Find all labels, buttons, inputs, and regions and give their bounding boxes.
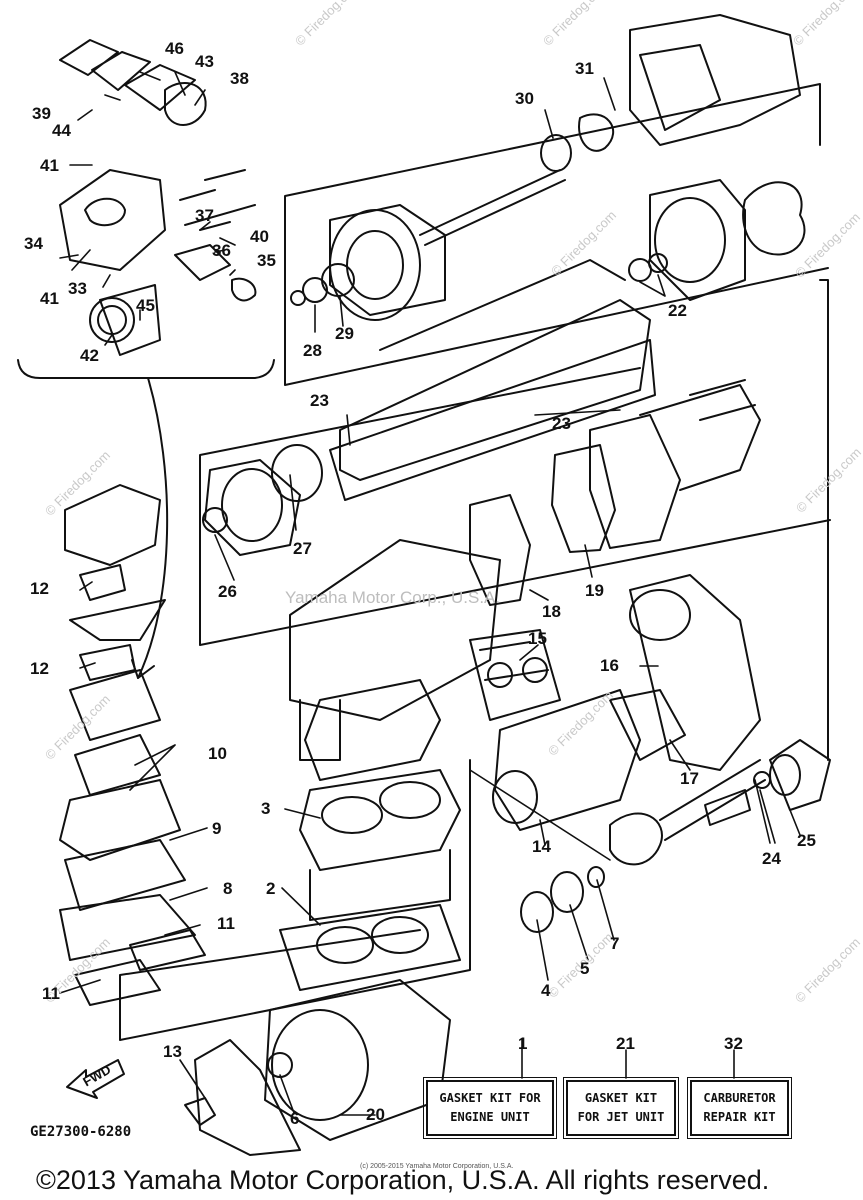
callout-23: 23 (552, 414, 571, 433)
small-copyright: (c) 2005-2015 Yamaha Motor Corporation, … (360, 1163, 514, 1170)
callout-42: 42 (80, 346, 99, 365)
callout-2: 2 (266, 879, 276, 898)
callout-19: 19 (585, 581, 604, 600)
callout-16: 16 (600, 656, 619, 675)
callout-36: 36 (212, 241, 231, 260)
callout-30: 30 (515, 89, 534, 108)
callout-9: 9 (212, 819, 222, 838)
callout-27: 27 (293, 539, 312, 558)
callout-6: 6 (290, 1109, 300, 1128)
fwd-arrow-icon (66, 1059, 125, 1099)
callout-31: 31 (575, 59, 594, 78)
callout-35: 35 (257, 251, 276, 270)
callout-14: 14 (532, 837, 551, 856)
callout-11: 11 (217, 914, 235, 933)
callout-18: 18 (542, 602, 561, 621)
callout-26: 26 (218, 582, 237, 601)
leader-lines (59, 71, 801, 1116)
callout-22: 22 (668, 301, 687, 320)
callout-11: 11 (42, 984, 60, 1003)
intake-exhaust-parts (289, 379, 761, 831)
gasket-stack-parts (59, 484, 206, 1006)
curved-pointer-arrow (137, 377, 169, 679)
callout-15: 15 (528, 629, 547, 648)
kit-box-jet-gasket: GASKET KIT FOR JET UNIT (563, 1077, 679, 1139)
jet-pump-parts (202, 14, 806, 556)
callout-3: 3 (261, 799, 271, 818)
callout-28: 28 (303, 341, 322, 360)
callout-40: 40 (250, 227, 269, 246)
kit-label-line: ENGINE UNIT (450, 1110, 530, 1124)
callout-46: 46 (165, 39, 184, 58)
callout-12: 12 (30, 659, 49, 678)
callout-38: 38 (230, 69, 249, 88)
callout-4: 4 (541, 981, 551, 1000)
callout-32: 32 (724, 1034, 743, 1053)
callout-44: 44 (52, 121, 71, 140)
callout-12: 12 (30, 579, 49, 598)
callout-33: 33 (68, 279, 87, 298)
callout-23: 23 (310, 391, 329, 410)
carburetor-parts (59, 39, 257, 356)
callout-1: 1 (518, 1034, 528, 1053)
carburetor-detail-outline (17, 359, 275, 379)
callout-29: 29 (335, 324, 354, 343)
kit-label-line: GASKET KIT (584, 1090, 658, 1105)
callout-25: 25 (797, 831, 816, 850)
jet-unit-panel-outline (284, 83, 829, 761)
kit-label-line: FOR JET UNIT (577, 1110, 665, 1124)
callout-8: 8 (223, 879, 233, 898)
copyright-footer: ©2013 Yamaha Motor Corporation, U.S.A. A… (36, 1165, 770, 1195)
center-watermark: Yamaha Motor Corp., U.S.A. (285, 588, 501, 607)
kit-label-line: CARBURETOR (703, 1090, 776, 1105)
kit-label-line: GASKET KIT FOR (439, 1090, 541, 1105)
callout-43: 43 (195, 52, 214, 71)
callout-13: 13 (163, 1042, 182, 1061)
callout-45: 45 (136, 296, 155, 315)
diagram-code: GE27300-6280 (30, 1124, 132, 1140)
callout-7: 7 (610, 934, 620, 953)
callout-34: 34 (24, 234, 43, 253)
callout-5: 5 (580, 959, 590, 978)
callout-10: 10 (208, 744, 227, 763)
intake-panel-outline (199, 367, 831, 646)
callout-21: 21 (616, 1034, 635, 1053)
kit-box-engine-gasket: GASKET KIT FOR ENGINE UNIT (423, 1077, 557, 1139)
callout-17: 17 (680, 769, 699, 788)
callout-37: 37 (195, 206, 214, 225)
callout-41: 41 (40, 289, 59, 308)
kit-label-line: REPAIR KIT (703, 1110, 776, 1124)
engine-panel-outline (119, 759, 471, 1041)
callout-24: 24 (762, 849, 781, 868)
kit-box-carburetor-repair: CARBURETOR REPAIR KIT (687, 1077, 792, 1139)
callout-41: 41 (40, 156, 59, 175)
callout-20: 20 (366, 1105, 385, 1124)
callout-39: 39 (32, 104, 51, 123)
